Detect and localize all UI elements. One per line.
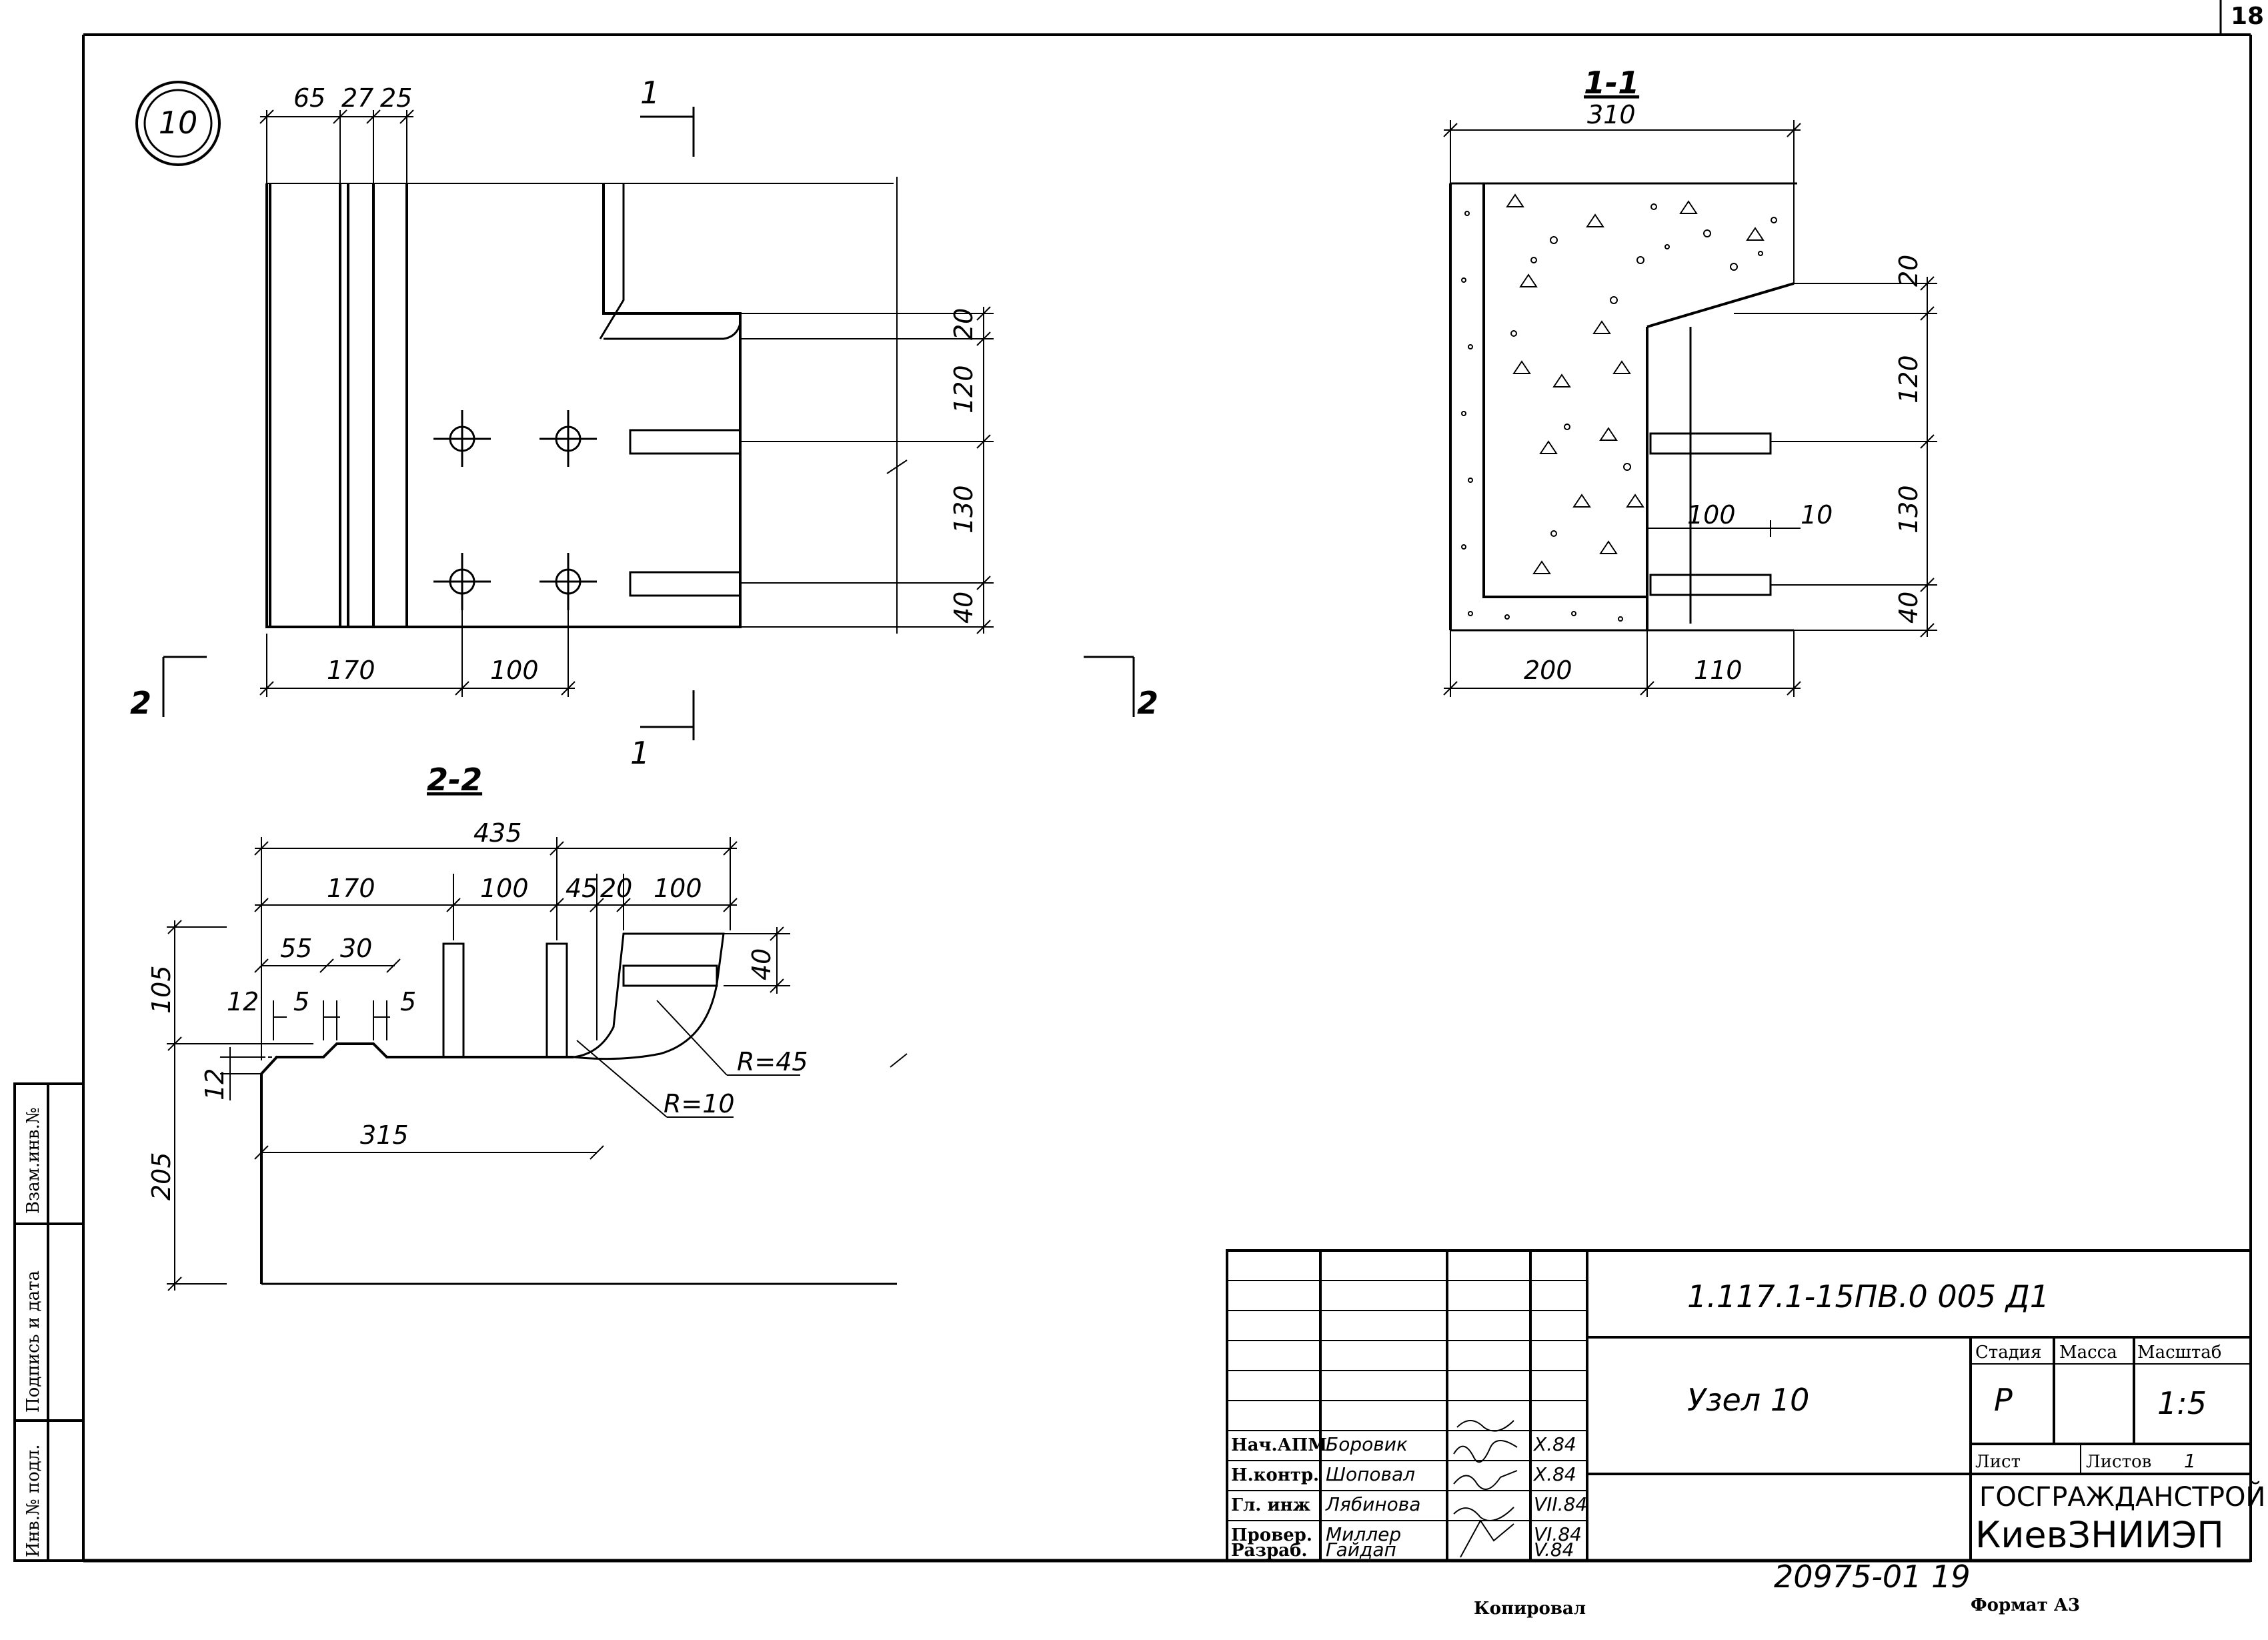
- main-dim-27: 27: [341, 83, 373, 113]
- section-1-1-dim-10: 10: [1801, 500, 1833, 530]
- section-2-2-dim-5b: 5: [400, 987, 416, 1016]
- sig-name-3: Лябинова: [1325, 1493, 1420, 1515]
- section-mark-1-top: 1: [640, 75, 660, 111]
- side-stamp-inv-no: Инв.№ подл.: [23, 1444, 43, 1557]
- section-2-2-dim-30: 30: [340, 934, 372, 963]
- sig-role-2: Н.контр.: [1231, 1465, 1319, 1485]
- sig-date-5: V.84: [1534, 1539, 1574, 1561]
- section-2-2-radius-45: R=45: [737, 1047, 808, 1076]
- sig-role-3: Гл. инж: [1231, 1495, 1310, 1515]
- footer-copied: Копировал: [1474, 1599, 1586, 1619]
- main-dim-120: 120: [949, 365, 978, 414]
- main-view: [162, 107, 1135, 740]
- main-dim-130: 130: [949, 485, 978, 534]
- sig-role-1: Нач.АПМ: [1231, 1435, 1327, 1455]
- sig-date-4: VI.84: [1534, 1523, 1582, 1545]
- page-number: 18: [2231, 3, 2264, 30]
- section-2-2-dim-5a: 5: [293, 987, 309, 1016]
- section-2-2-dim-100a: 100: [480, 874, 529, 903]
- sig-name-4: Миллер: [1326, 1523, 1401, 1545]
- scale-value: 1:5: [2157, 1385, 2207, 1421]
- org-line2: КиевЗНИИЭП: [1975, 1514, 2224, 1556]
- sheet-label: Лист: [1975, 1452, 2021, 1472]
- col-stage-label: Стадия: [1975, 1343, 2042, 1363]
- section-2-2-dim-55: 55: [280, 934, 312, 963]
- title-block: [1226, 1249, 2252, 1562]
- section-1-1: [1443, 120, 1937, 697]
- section-2-2: [167, 837, 908, 1291]
- sig-date-1: X.84: [1532, 1433, 1576, 1455]
- section-2-2-dim-105: 105: [147, 965, 176, 1014]
- concrete-hatch: [1461, 193, 1777, 622]
- sheets-total: 1: [2184, 1450, 2196, 1472]
- col-scale-label: Масштаб: [2137, 1343, 2221, 1363]
- side-stamp-replaces-inv: Взам.инв.№: [23, 1108, 43, 1214]
- sig-date-3: VII.84: [1534, 1493, 1587, 1515]
- sig-date-2: X.84: [1532, 1463, 1576, 1485]
- section-1-1-dim-100: 100: [1687, 500, 1736, 530]
- section-1-1-title: 1-1: [1584, 65, 1639, 101]
- sig-role-4: Провер.: [1231, 1525, 1312, 1545]
- main-dim-100: 100: [490, 656, 539, 685]
- drawing-name: Узел 10: [1687, 1382, 1809, 1418]
- section-mark-2-right: 2: [1137, 685, 1158, 721]
- section-1-1-dim-130: 130: [1894, 485, 1923, 534]
- sig-role-5: Разраб.: [1231, 1541, 1307, 1561]
- org-line1: ГОСГРАЖДАНСТРОЙ: [1979, 1481, 2265, 1513]
- col-mass-label: Масса: [2059, 1343, 2117, 1363]
- footer-handwritten-number: 20975-01 19: [1774, 1559, 1971, 1595]
- document-code: 1.117.1-15ПВ.0 005 Д1: [1687, 1279, 2049, 1315]
- side-stamp-signature-date: Подпись и дата: [23, 1271, 43, 1413]
- section-1-1-dim-20: 20: [1894, 255, 1923, 287]
- section-2-2-title: 2-2: [427, 762, 482, 798]
- sig-name-1: Боровик: [1326, 1433, 1408, 1455]
- section-2-2-dim-205: 205: [147, 1152, 176, 1200]
- stage-value: Р: [1994, 1382, 2013, 1418]
- section-2-2-dim-12b: 12: [200, 1068, 229, 1100]
- section-1-1-dim-310: 310: [1587, 100, 1636, 129]
- section-1-1-dim-120: 120: [1894, 355, 1923, 403]
- section-1-1-dim-110: 110: [1694, 656, 1743, 685]
- section-2-2-dim-315: 315: [360, 1120, 409, 1150]
- footer-format: Формат А3: [1971, 1595, 2080, 1615]
- sheet-frame: [82, 0, 2252, 1563]
- sig-name-2: Шоповал: [1326, 1463, 1415, 1485]
- main-dim-65: 65: [293, 83, 325, 113]
- bolt-holes: [433, 410, 597, 610]
- node-badge-number: 10: [159, 105, 198, 141]
- node-badge: 10: [135, 81, 221, 166]
- section-2-2-dim-20: 20: [600, 874, 632, 903]
- section-mark-1-bottom: 1: [630, 735, 650, 771]
- main-dim-40: 40: [949, 592, 978, 624]
- main-dim-25: 25: [380, 83, 412, 113]
- section-2-2-dim-45: 45: [565, 874, 598, 903]
- section-2-2-dim-100b: 100: [654, 874, 702, 903]
- sig-name-5: Гайдап: [1326, 1539, 1396, 1561]
- section-1-1-dim-40: 40: [1894, 592, 1923, 624]
- signature-marks: [1453, 1420, 1518, 1558]
- section-1-1-dim-200: 200: [1524, 656, 1572, 685]
- section-2-2-dim-12a: 12: [227, 987, 259, 1016]
- main-dim-170: 170: [327, 656, 375, 685]
- section-mark-2-left: 2: [130, 685, 151, 721]
- sheets-label: Листов: [2086, 1452, 2151, 1472]
- section-2-2-radius-10: R=10: [664, 1089, 735, 1118]
- main-dim-20: 20: [949, 308, 978, 340]
- side-stamp: [13, 1082, 85, 1562]
- section-2-2-dim-170: 170: [327, 874, 375, 903]
- section-2-2-dim-40: 40: [747, 948, 776, 980]
- section-2-2-dim-435: 435: [473, 818, 522, 848]
